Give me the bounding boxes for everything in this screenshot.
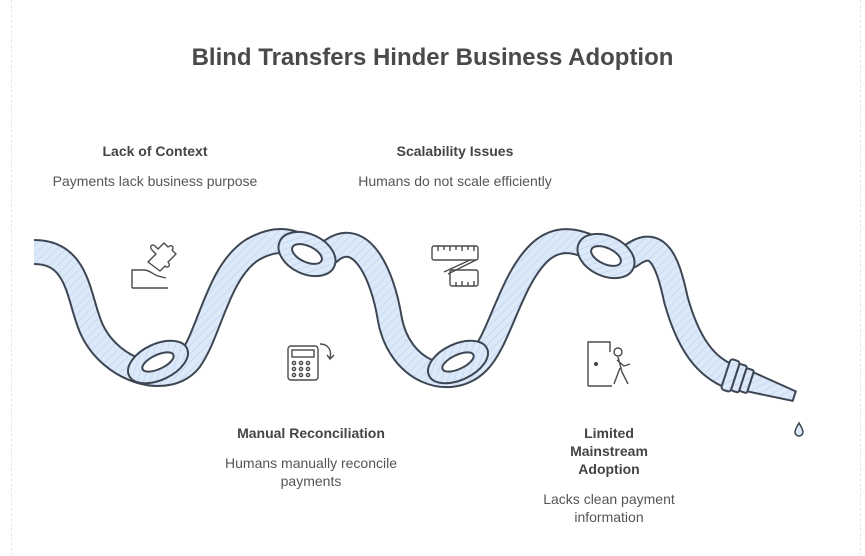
person-exit-door-icon — [587, 341, 631, 387]
item-heading: Limited Mainstream Adoption — [570, 425, 648, 477]
frame-guide-right — [860, 0, 861, 556]
hose-knot-2 — [277, 230, 337, 278]
water-drop-icon — [794, 421, 804, 437]
calculator-refresh-icon — [287, 343, 335, 381]
puzzle-hand-icon — [131, 242, 177, 289]
item-description: Payments lack business purpose — [52, 173, 258, 189]
item-limited-mainstream-adoption: Limited Mainstream Adoption Lacks clean … — [499, 424, 719, 526]
item-scalability-issues: Scalability Issues Humans do not scale e… — [345, 142, 565, 190]
item-manual-reconciliation: Manual Reconciliation Humans manually re… — [201, 424, 421, 490]
hose-knot-3 — [427, 339, 489, 385]
item-description: Humans manually reconcile payments — [225, 455, 397, 489]
item-heading: Scalability Issues — [396, 143, 514, 159]
item-heading: Lack of Context — [102, 143, 208, 159]
item-description: Humans do not scale efficiently — [358, 173, 552, 189]
hose-knot-4 — [576, 232, 636, 280]
frame-guide-left — [11, 0, 12, 556]
diagram-title: Blind Transfers Hinder Business Adoption — [191, 44, 674, 71]
item-heading: Manual Reconciliation — [237, 425, 385, 441]
hose-nozzle — [720, 358, 798, 403]
measuring-tape-icon — [431, 245, 479, 287]
hose-knot-1 — [127, 339, 189, 385]
item-description: Lacks clean payment information — [543, 491, 675, 525]
item-lack-of-context: Lack of Context Payments lack business p… — [45, 142, 265, 190]
